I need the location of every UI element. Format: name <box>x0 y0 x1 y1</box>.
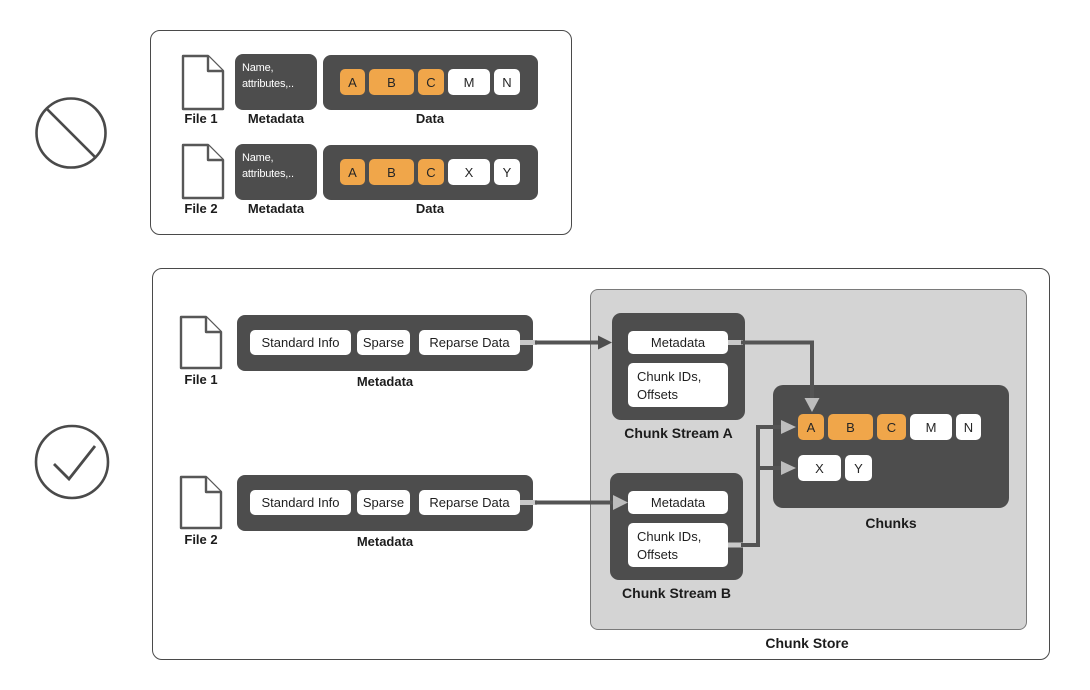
chunk: Y <box>845 455 872 481</box>
chunk-stream-a-label: Chunk Stream A <box>624 425 733 441</box>
reparse-data-chip: Reparse Data <box>419 490 520 515</box>
chunk-stream-b-label: Chunk Stream B <box>622 585 731 601</box>
chunk: M <box>448 69 490 95</box>
metadata-label: Metadata <box>356 374 414 389</box>
metadata-label: Metadata <box>356 534 414 549</box>
metadata-label: Metadata <box>247 201 305 216</box>
file-label: File 2 <box>184 201 218 216</box>
data-label: Data <box>415 111 445 126</box>
stream-metadata-box: Metadata <box>628 331 728 354</box>
file-icon <box>181 54 225 111</box>
metadata-label: Metadata <box>247 111 305 126</box>
stream-chunkids-box: Chunk IDs, Offsets <box>628 523 728 567</box>
chunk: Y <box>494 159 520 185</box>
chunk: B <box>369 159 414 185</box>
file-icon <box>179 315 223 370</box>
chunk: C <box>877 414 906 440</box>
metadata-box: Name, attributes,.. <box>235 144 317 200</box>
chunks-row-2: X Y <box>798 455 872 481</box>
reparse-data-chip: Reparse Data <box>419 330 520 355</box>
metadata-text: Name, attributes,.. <box>242 62 294 90</box>
chunk: A <box>340 69 365 95</box>
file-label: File 1 <box>184 372 218 387</box>
sparse-chip: Sparse <box>357 330 410 355</box>
chunk: A <box>340 159 365 185</box>
metadata-text: Name, attributes,.. <box>242 152 294 180</box>
chunk: N <box>956 414 981 440</box>
chunk: X <box>448 159 490 185</box>
file-label: File 2 <box>184 532 218 547</box>
chunk: N <box>494 69 520 95</box>
chunk: B <box>828 414 873 440</box>
chunks-label: Chunks <box>865 515 917 531</box>
chunk: B <box>369 69 414 95</box>
chunk: C <box>418 69 444 95</box>
chunk: M <box>910 414 952 440</box>
chunk: X <box>798 455 841 481</box>
chunks-row-1: A B C M N <box>798 414 981 440</box>
standard-info-chip: Standard Info <box>250 330 351 355</box>
chunk: C <box>418 159 444 185</box>
chunk-store-label: Chunk Store <box>765 635 849 651</box>
file-icon <box>179 475 223 530</box>
checkmark-icon <box>34 424 110 500</box>
file-label: File 1 <box>184 111 218 126</box>
data-chunk-row: A B C M N <box>340 69 520 95</box>
sparse-chip: Sparse <box>357 490 410 515</box>
chunks-box <box>773 385 1009 508</box>
stream-metadata-box: Metadata <box>628 491 728 514</box>
metadata-box: Name, attributes,.. <box>235 54 317 110</box>
file-icon <box>181 143 225 200</box>
data-label: Data <box>415 201 445 216</box>
standard-info-chip: Standard Info <box>250 490 351 515</box>
prohibition-icon <box>35 97 107 169</box>
stream-chunkids-box: Chunk IDs, Offsets <box>628 363 728 407</box>
data-chunk-row: A B C X Y <box>340 159 520 185</box>
chunk: A <box>798 414 824 440</box>
